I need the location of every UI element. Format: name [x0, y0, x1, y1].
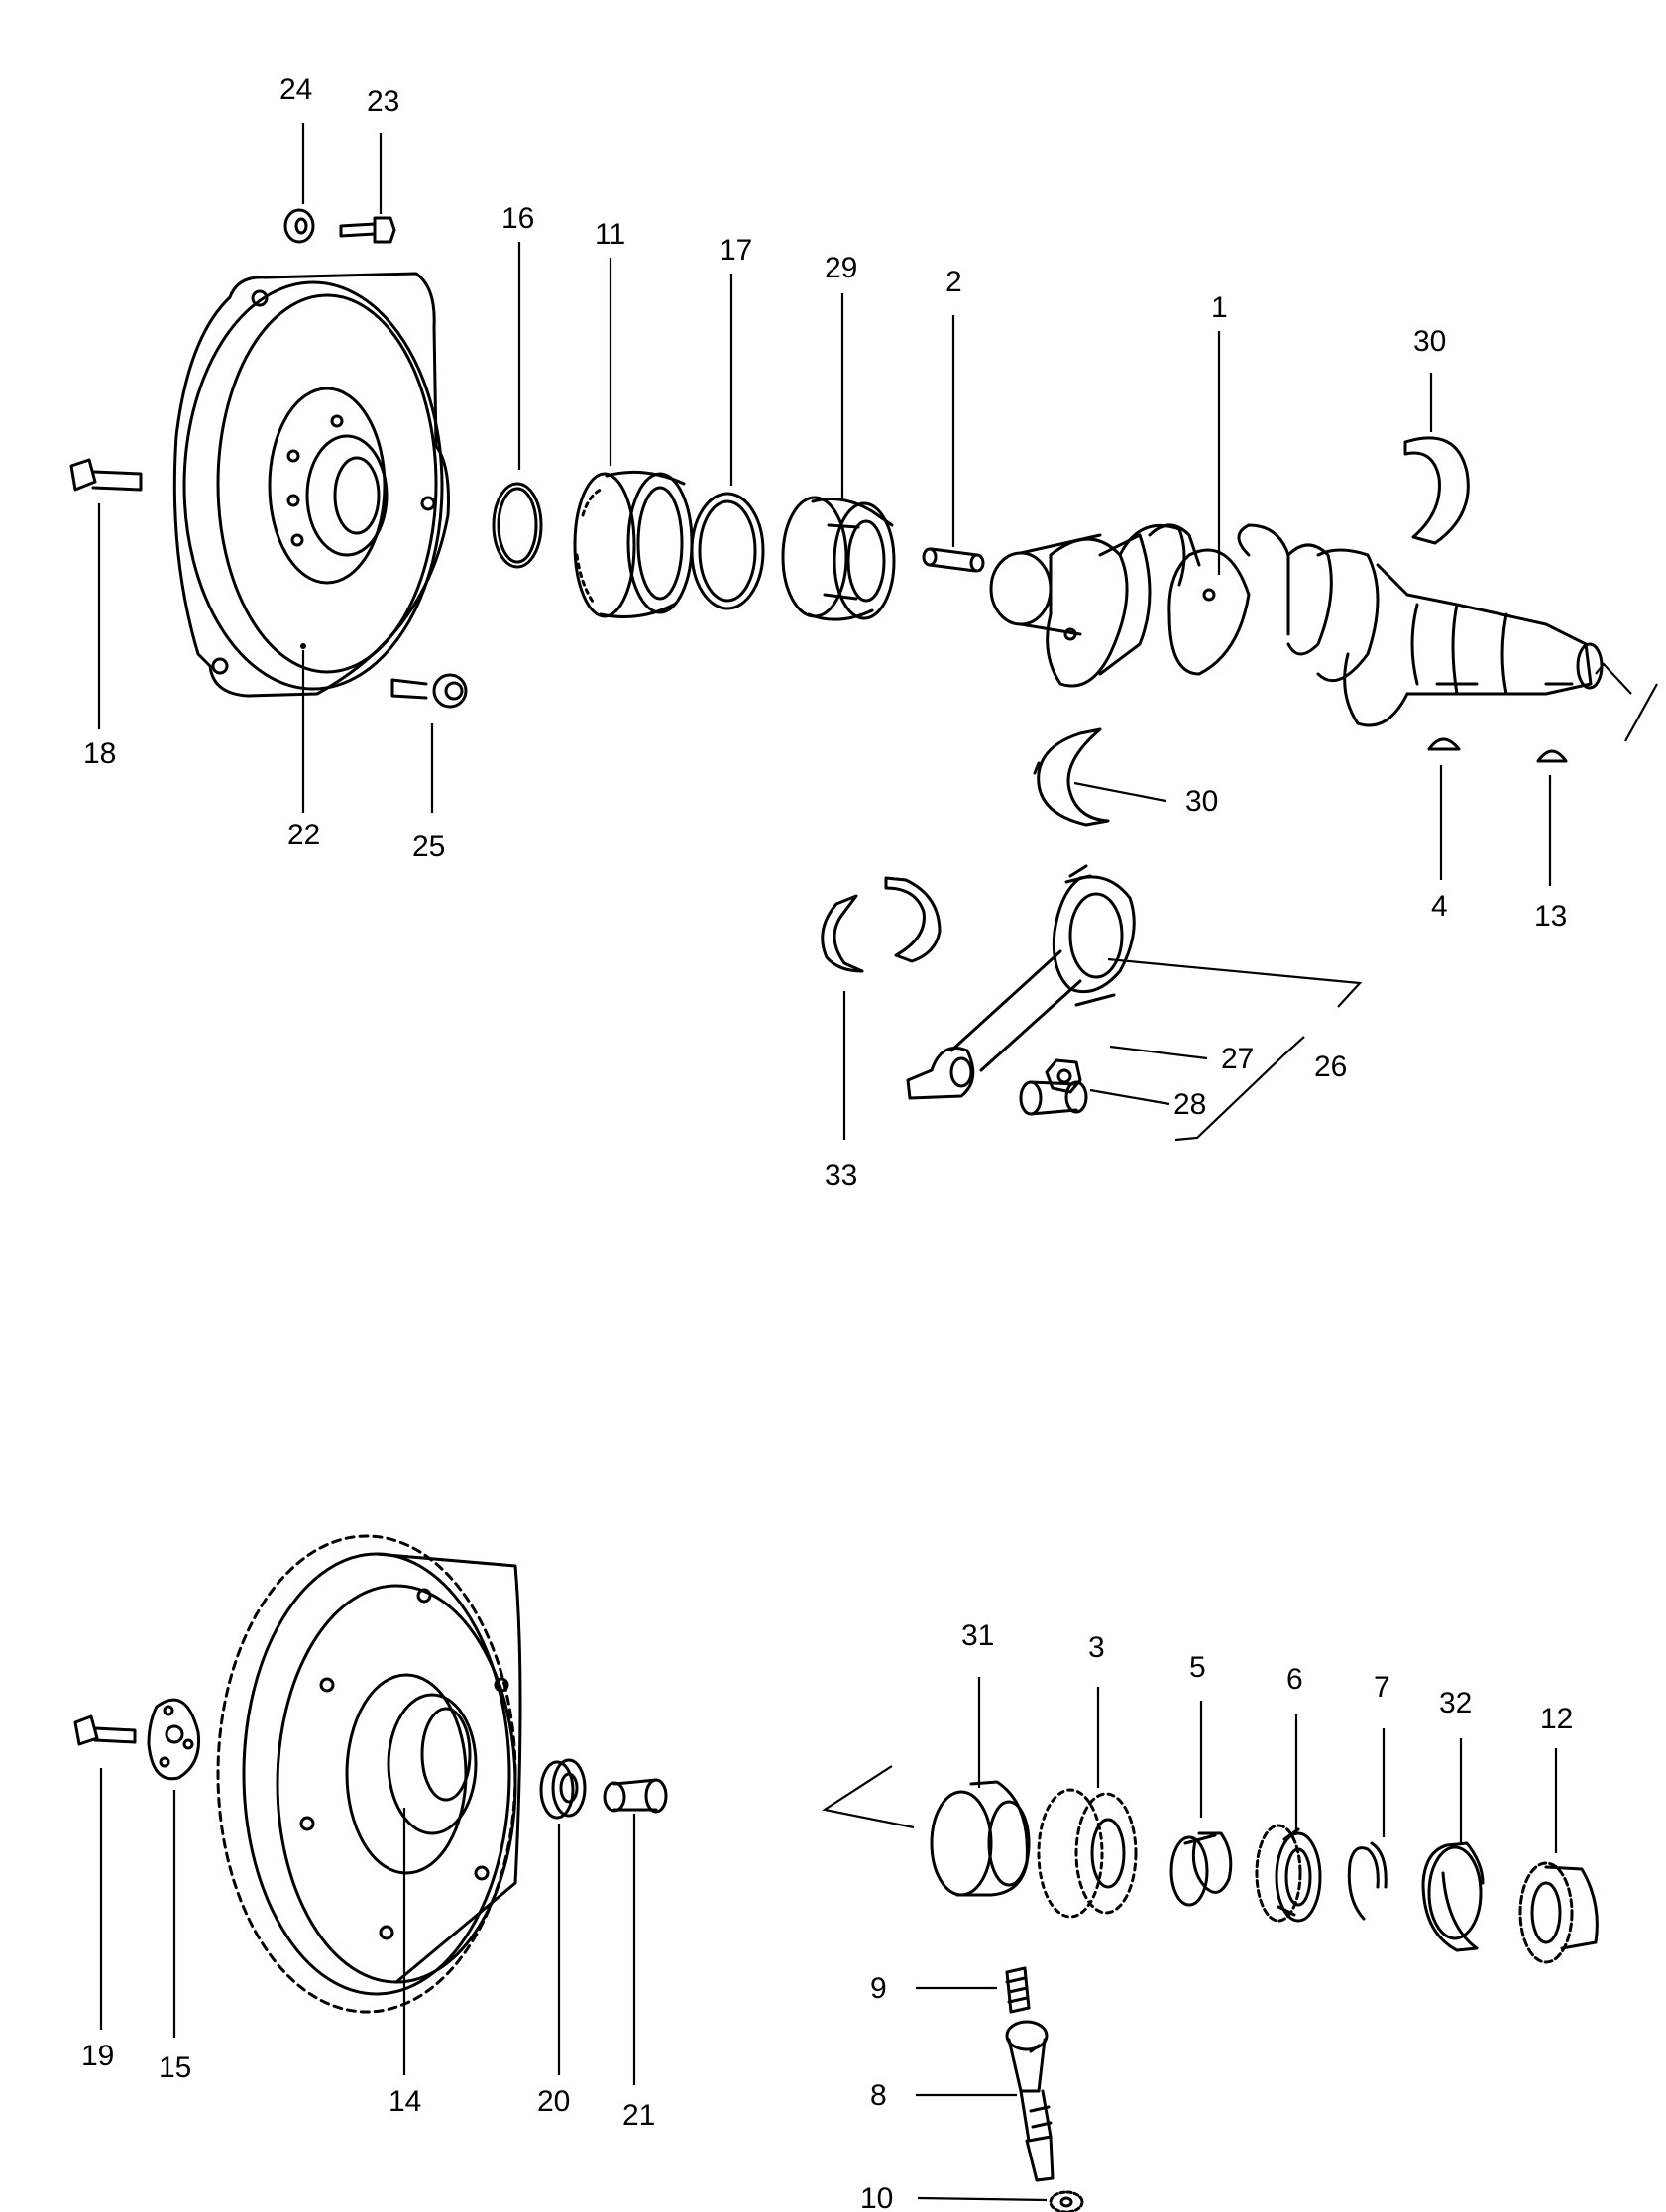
leader-lines [97, 123, 1658, 2202]
part-9-spring [1005, 1966, 1031, 2014]
part-1-crankshaft [989, 523, 1604, 727]
part-8-drive-gear [1005, 2020, 1055, 2182]
part-27-nut [1045, 1058, 1082, 1094]
part-2-dowel-pin [922, 547, 985, 573]
part-29-bearing [781, 496, 896, 621]
part-4-key [1427, 737, 1461, 751]
callout-18: 18 [83, 737, 116, 770]
part-5-spacer [1169, 1831, 1233, 1907]
callout-16: 16 [501, 202, 534, 235]
part-20-seal [539, 1758, 587, 1820]
callout-24: 24 [279, 73, 312, 106]
part-30-bearing-shell-lower [1033, 727, 1110, 827]
part-17-thrust-ring [690, 492, 765, 610]
part-32-bearing [1421, 1841, 1485, 1952]
part-21-needle-bearing [603, 1778, 668, 1814]
callout-1: 1 [1211, 291, 1228, 324]
callout-33: 33 [825, 1160, 857, 1192]
callout-10: 10 [860, 2182, 893, 2212]
part-12-ball-bearing [1518, 1861, 1599, 1964]
callout-25: 25 [412, 830, 445, 863]
part-31-bearing [930, 1780, 1031, 1897]
callout-7: 7 [1374, 1671, 1390, 1704]
callout-26: 26 [1314, 1051, 1347, 1083]
callout-30-lower: 30 [1185, 785, 1218, 818]
callout-20: 20 [537, 2085, 570, 2118]
callout-13: 13 [1534, 900, 1567, 933]
callout-28: 28 [1173, 1088, 1206, 1121]
callout-3: 3 [1088, 1631, 1105, 1664]
callout-labels: 24 23 16 11 17 29 2 1 30 18 22 25 30 4 1… [81, 73, 1573, 2212]
callout-6: 6 [1286, 1663, 1303, 1696]
part-10-washer [1049, 2190, 1084, 2212]
callout-8: 8 [870, 2079, 887, 2112]
part-16-seal-ring [492, 482, 543, 569]
part-19-bolt [73, 1714, 137, 1746]
part-6-gear [1255, 1824, 1322, 1923]
callout-2: 2 [945, 266, 962, 298]
callout-22: 22 [287, 819, 320, 851]
callout-9: 9 [870, 1972, 887, 2005]
part-3-gear [1037, 1788, 1138, 1919]
part-13-key [1536, 749, 1568, 763]
callout-29: 29 [825, 252, 857, 284]
callout-17: 17 [720, 234, 752, 267]
callout-5: 5 [1189, 1651, 1206, 1684]
part-25-bolt [390, 673, 468, 709]
callout-31: 31 [961, 1619, 994, 1652]
part-33-conrod-bearing-shells [821, 876, 942, 973]
callout-27: 27 [1221, 1043, 1254, 1075]
callout-4: 4 [1431, 890, 1448, 923]
part-11-main-bearing [573, 470, 694, 618]
callout-21: 21 [622, 2099, 655, 2132]
part-24-washer [283, 208, 315, 244]
part-7-snap-ring [1347, 1841, 1388, 1921]
part-18-bolt [69, 458, 143, 492]
part-28-bushing [1019, 1080, 1088, 1116]
callout-19: 19 [81, 2040, 114, 2072]
part-23-bolt [339, 216, 396, 244]
callout-23: 23 [367, 85, 399, 118]
callout-11: 11 [595, 218, 625, 251]
part-22-housing [172, 272, 450, 698]
part-14-flywheel [216, 1534, 522, 2014]
callout-12: 12 [1540, 1703, 1573, 1735]
callout-30-upper: 30 [1413, 325, 1446, 358]
part-15-washer [147, 1698, 201, 1781]
part-26-connecting-rod [906, 864, 1136, 1100]
callout-32: 32 [1439, 1687, 1472, 1719]
callout-14: 14 [389, 2085, 421, 2118]
part-30-bearing-shell-upper [1403, 436, 1470, 545]
callout-15: 15 [159, 2051, 191, 2084]
